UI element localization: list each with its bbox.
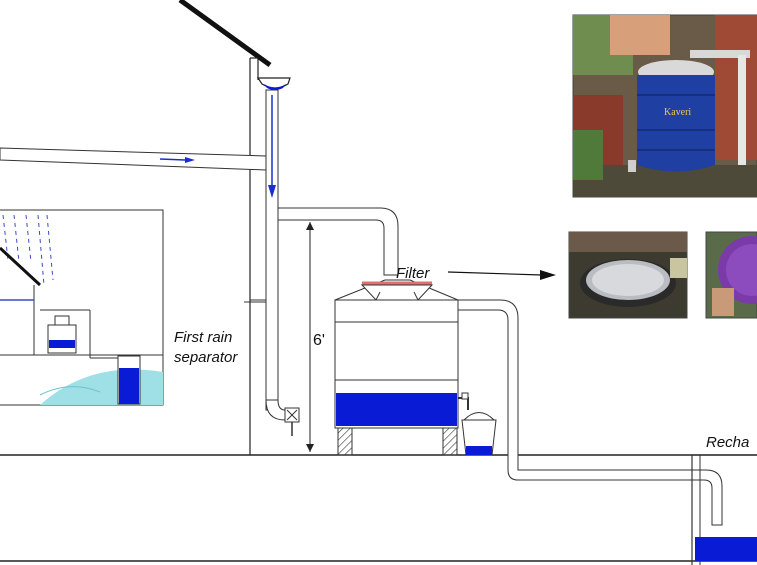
recharge-label: Recha [706,434,749,451]
branch-pipe-to-filter [277,207,399,276]
filter-photo [568,231,688,319]
storage-tank [334,279,469,456]
tank-brand-text: Kaveri [664,107,691,118]
mesh-photo [705,231,757,319]
bucket [461,412,497,456]
first-rain-label-line1: First rain [174,329,232,346]
overflow-pipe [457,299,723,526]
recharge-pit [691,454,757,565]
inlet-pipe [0,147,267,171]
filter-arrow [447,270,556,280]
inset-overview-diagram [0,209,164,406]
filter-label: Filter [396,265,430,282]
height-marker [306,222,333,452]
house [178,0,272,455]
height-label: 6' [313,332,325,349]
gutter [256,77,291,90]
downpipe [244,89,300,436]
first-rain-label-line2: separator [174,349,238,366]
tank-photo: Kaveri [572,14,757,198]
